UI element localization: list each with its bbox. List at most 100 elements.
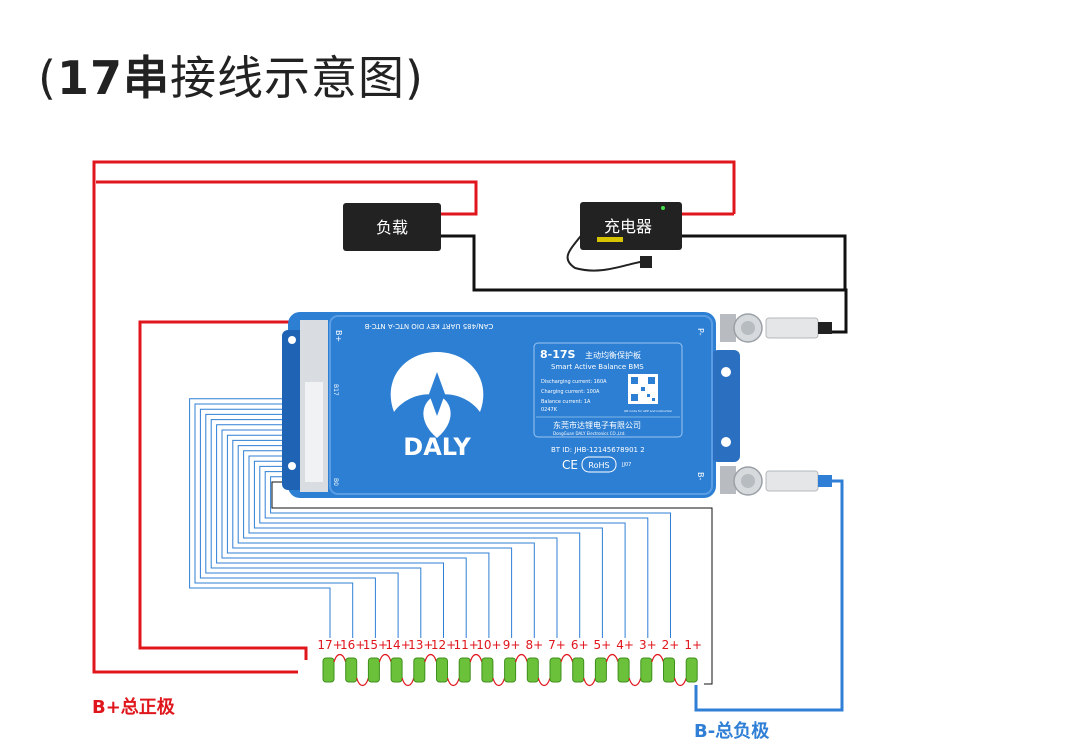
sampling-wire bbox=[248, 455, 581, 638]
cell-link bbox=[424, 653, 438, 663]
battery-cell bbox=[663, 657, 675, 683]
negative-terminal-label: B-总负极 bbox=[694, 721, 770, 742]
cell-label: 11+ bbox=[454, 638, 479, 652]
sampling-wire bbox=[253, 460, 603, 638]
positive-wires bbox=[92, 160, 736, 674]
cell-link bbox=[583, 677, 596, 687]
cell-link bbox=[537, 677, 551, 687]
sampling-wire bbox=[221, 429, 467, 638]
cell-label: 14+ bbox=[385, 638, 410, 652]
bms-bminus-label: B- bbox=[696, 472, 705, 480]
sampling-wire bbox=[264, 471, 649, 638]
battery-cell bbox=[504, 657, 517, 683]
bms-b17-label: B17 bbox=[332, 384, 339, 396]
bms-spec-label: 8-17S 主动均衡保护板 Smart Active Balance BMS D… bbox=[533, 342, 683, 438]
battery-cell bbox=[685, 657, 698, 683]
bms-b0-label: B0 bbox=[332, 478, 339, 486]
charger-label: 充电器 bbox=[604, 217, 652, 236]
sampling-wire bbox=[194, 403, 354, 638]
cell-label: 5+ bbox=[594, 638, 612, 652]
cell-link bbox=[333, 653, 347, 663]
battery-cell bbox=[640, 657, 653, 683]
battery-cell bbox=[572, 657, 585, 683]
negative-main-wire bbox=[694, 479, 844, 712]
sampling-wire bbox=[232, 439, 513, 638]
cell-link bbox=[492, 677, 506, 687]
cell-label: 16+ bbox=[340, 638, 365, 652]
bms-board: CAN/485 UART KEY DIO NTC-A NTC-B B+ B17 … bbox=[282, 312, 740, 498]
bms-subtitle-cn: 主动均衡保护板 bbox=[585, 350, 641, 360]
sampling-wire bbox=[243, 450, 558, 638]
cell-link bbox=[605, 653, 619, 663]
battery-cells: 17+16+15+14+13+12+11+10+9+8+7+6+5+4+3+2+… bbox=[317, 638, 702, 687]
page-title: (17串接线示意图) bbox=[38, 51, 424, 105]
cell-label: 4+ bbox=[616, 638, 634, 652]
cell-link bbox=[673, 677, 687, 687]
battery-cell bbox=[481, 657, 494, 683]
battery-cell bbox=[526, 657, 539, 683]
cell-label: 3+ bbox=[639, 638, 657, 652]
bms-spec-3: 0247K bbox=[541, 407, 558, 413]
cell-label: 15+ bbox=[363, 638, 388, 652]
cell-label: 13+ bbox=[408, 638, 433, 652]
sampling-wire bbox=[270, 476, 671, 638]
cell-link bbox=[378, 653, 392, 663]
battery-cell bbox=[617, 657, 630, 683]
cell-label: 1+ bbox=[684, 638, 702, 652]
charger-load-negative-wires bbox=[441, 234, 848, 334]
bms-spec-2: Balance current: 1A bbox=[541, 399, 591, 405]
cell-label: 9+ bbox=[503, 638, 521, 652]
bt-id: BT ID: JHB-12145678901 2 bbox=[551, 446, 645, 454]
bms-subtitle-en: Smart Active Balance BMS bbox=[551, 363, 644, 371]
company-en: DongGuan DALY Electronics CO.,Ltd. bbox=[553, 431, 626, 436]
cell-label: 17+ bbox=[317, 638, 342, 652]
bms-spec-0: Discharging current: 160A bbox=[541, 379, 607, 385]
cell-link bbox=[628, 677, 642, 687]
bms-bplus-label: B+ bbox=[334, 330, 343, 342]
battery-cell bbox=[322, 657, 335, 683]
battery-cell bbox=[549, 657, 562, 683]
sampling-wire bbox=[205, 413, 399, 638]
sampling-wire bbox=[199, 408, 376, 638]
sampling-wire bbox=[259, 465, 626, 638]
p-minus-terminal bbox=[720, 313, 832, 343]
cell-link bbox=[515, 653, 528, 663]
qr-note: QR Code for APP and instruction bbox=[624, 409, 672, 413]
company-cn: 东莞市达锂电子有限公司 bbox=[553, 420, 641, 430]
bms-model: 8-17S bbox=[540, 348, 576, 361]
load-label: 负载 bbox=[376, 218, 408, 237]
load-box: 负载 bbox=[343, 203, 441, 251]
cell-link bbox=[401, 677, 415, 687]
cell-link bbox=[446, 677, 460, 687]
battery-cell bbox=[458, 657, 471, 683]
battery-cell bbox=[594, 657, 607, 683]
positive-terminal-label: B+总正极 bbox=[92, 697, 175, 718]
bms-code: JJ07 bbox=[621, 462, 631, 468]
bms-brand: DALY bbox=[403, 433, 471, 461]
cell-label: 6+ bbox=[571, 638, 589, 652]
battery-cell bbox=[367, 657, 380, 683]
sampling-wire bbox=[216, 424, 444, 638]
sampling-wires bbox=[189, 398, 713, 685]
cell-label: 8+ bbox=[525, 638, 543, 652]
cell-link bbox=[560, 653, 574, 663]
charger-box: 充电器 bbox=[566, 202, 682, 272]
cell-label: 7+ bbox=[548, 638, 566, 652]
bms-pminus-label: P- bbox=[696, 328, 705, 336]
daly-logo-icon bbox=[390, 352, 484, 438]
battery-cell bbox=[390, 657, 403, 683]
battery-cell bbox=[436, 657, 448, 683]
cell-link bbox=[651, 653, 665, 663]
battery-cell bbox=[345, 657, 358, 683]
cell-label: 10+ bbox=[476, 638, 501, 652]
bms-spec-1: Charging current: 100A bbox=[541, 389, 600, 395]
ce-mark: CE bbox=[562, 458, 578, 472]
b-minus-terminal bbox=[720, 466, 832, 496]
sampling-wire bbox=[237, 445, 535, 638]
bms-port-labels: CAN/485 UART KEY DIO NTC-A NTC-B bbox=[364, 322, 493, 330]
sampling-wire bbox=[226, 434, 490, 638]
sampling-wire bbox=[189, 398, 331, 638]
sampling-wire bbox=[210, 419, 422, 638]
cell-link bbox=[356, 677, 369, 687]
cell-label: 2+ bbox=[662, 638, 680, 652]
